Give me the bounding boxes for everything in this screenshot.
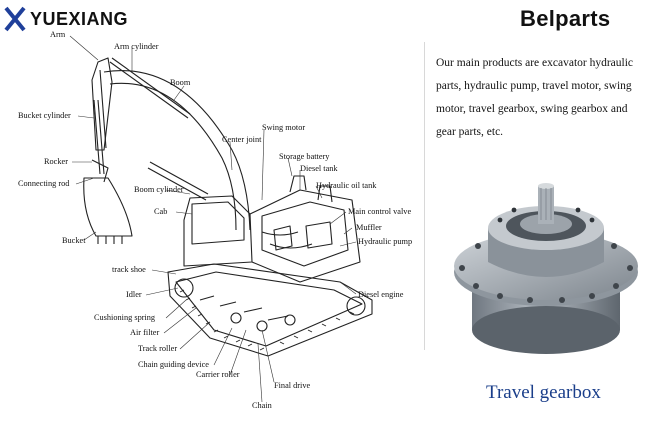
label-hydraulic-pump: Hydraulic pump <box>358 237 413 246</box>
label-hydraulic-oil-tank: Hydraulic oil tank <box>316 181 377 190</box>
label-bucket: Bucket <box>62 236 86 245</box>
label-storage-battery: Storage battery <box>279 152 330 161</box>
label-final-drive: Final drive <box>274 381 311 390</box>
label-diesel-engine: Diesel engine <box>358 290 404 299</box>
label-swing-motor: Swing motor <box>262 123 306 132</box>
label-connecting-rod: Connecting rod <box>18 179 70 188</box>
yuexiang-logo-icon <box>4 6 26 32</box>
yuexiang-logo-text: YUEXIANG <box>30 8 129 29</box>
label-arm: Arm <box>50 30 66 39</box>
label-cab: Cab <box>154 207 168 216</box>
travel-gearbox-illustration <box>454 183 638 354</box>
label-cushioning-spring: Cushioning spring <box>94 313 156 322</box>
label-idler: Idler <box>126 290 142 299</box>
label-arm-cylinder: Arm cylinder <box>114 42 159 51</box>
divider-line <box>424 42 425 350</box>
label-diesel-tank: Diesel tank <box>300 164 338 173</box>
label-boom: Boom <box>170 78 191 87</box>
label-chain-guiding-device: Chain guiding device <box>138 360 209 369</box>
label-air-filter: Air filter <box>130 328 160 337</box>
product-caption: Travel gearbox <box>486 382 601 403</box>
label-chain: Chain <box>252 401 272 410</box>
label-bucket-cylinder: Bucket cylinder <box>18 111 71 120</box>
intro-text: Our main products are excavator hydrauli… <box>436 57 634 138</box>
label-carrier-roller: Carrier roller <box>196 370 240 379</box>
label-track-roller: Track roller <box>138 344 178 353</box>
label-boom-cylinder: Boom cylinder <box>134 185 184 194</box>
belparts-logo: Belparts <box>520 6 611 31</box>
label-main-control-valve: Main control valve <box>348 207 412 216</box>
excavator-diagram <box>69 35 373 403</box>
label-rocker: Rocker <box>44 157 68 166</box>
yuexiang-logo: YUEXIANG <box>4 6 128 32</box>
label-muffler: Muffler <box>356 223 382 232</box>
label-track-shoe: track shoe <box>112 265 146 274</box>
label-center-joint: Center joint <box>222 135 262 144</box>
